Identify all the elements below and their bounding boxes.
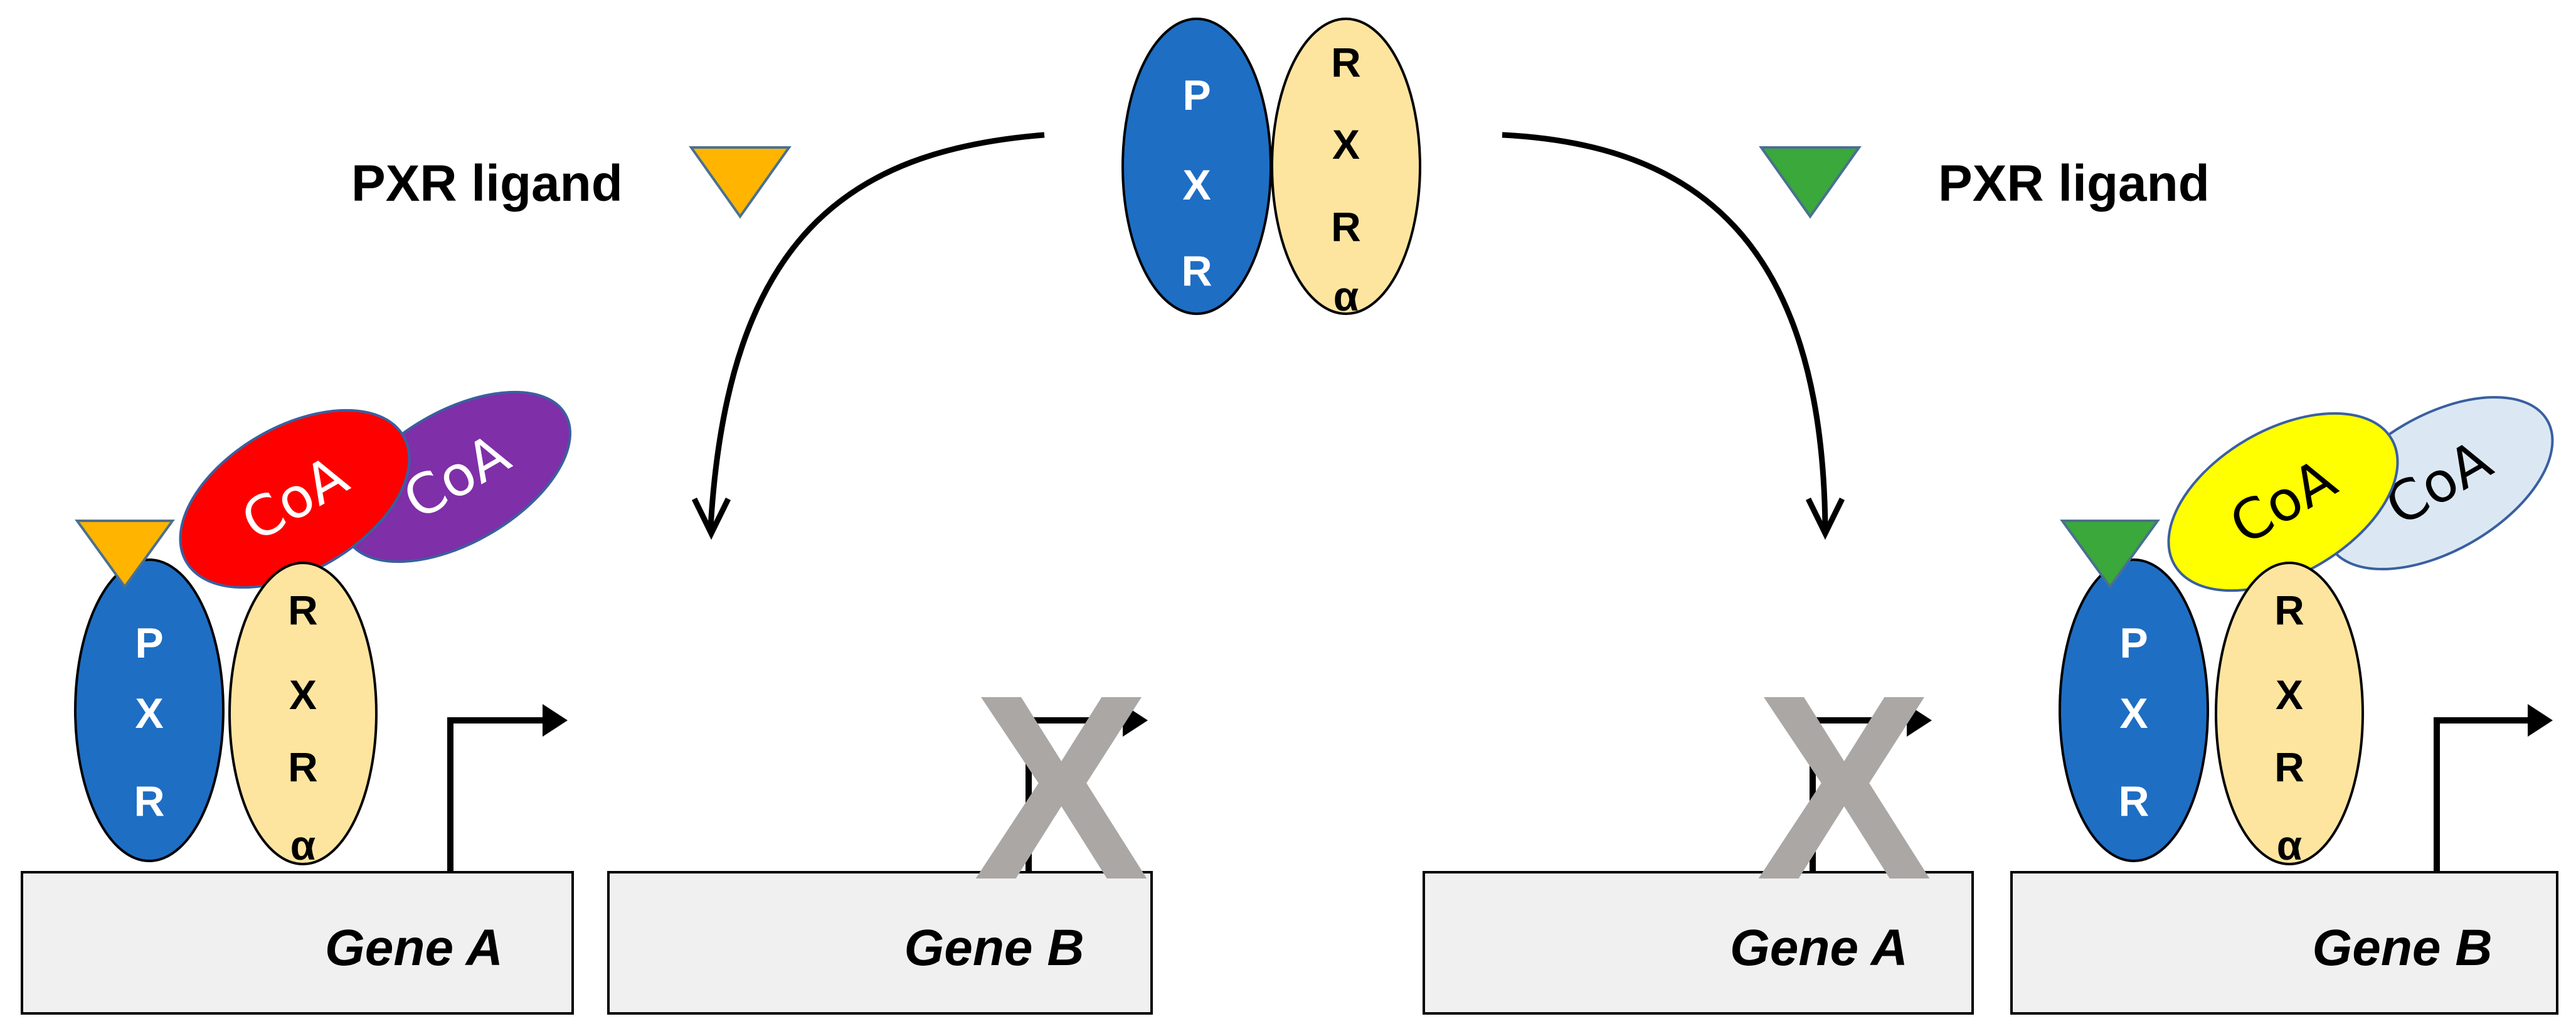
rxr-letter: X [289, 671, 317, 718]
gene-b-label-right: Gene B [2312, 919, 2492, 976]
blocked-x-mark: X [973, 641, 1150, 935]
pxr-letter: X [1182, 161, 1211, 209]
coa-yellow [2167, 412, 2399, 592]
rxr-letter: R [288, 587, 318, 633]
arrow-to-left [708, 132, 1045, 528]
transcription-arrowhead-left [543, 704, 568, 737]
gene-b-box-right [2010, 871, 2558, 1015]
rxr-oval-top [1271, 18, 1421, 315]
pxr-letter: X [135, 690, 163, 737]
gene-a-label-right: Gene A [1730, 919, 1908, 976]
green-ligand-triangle [1759, 146, 1862, 219]
rxr-letter: R [2274, 744, 2304, 790]
gene-a-label-left: Gene A [325, 919, 503, 976]
orange-ligand-bound [75, 520, 175, 589]
arrowhead-left [691, 498, 731, 540]
ligand-label-right: PXR ligand [1938, 155, 2210, 212]
rxr-letter: R [288, 744, 318, 790]
right-gene-a-blocked: Gene A X [1423, 641, 1974, 1015]
arrowhead-right [1805, 498, 1845, 540]
right-gene-b-complex: Gene B CoA CoA P X R R X R α [2010, 396, 2558, 1015]
gene-a-box-right [1423, 871, 1974, 1015]
transcription-arrowhead-right [2528, 704, 2553, 737]
arrow-to-right [1502, 132, 1828, 528]
pxr-letter: R [1181, 247, 1212, 295]
left-gene-b-blocked: Gene B X [607, 641, 1153, 1015]
rxr-letter: α [2277, 822, 2303, 868]
rxr-letter: X [1332, 121, 1360, 168]
gene-b-box-left [607, 871, 1153, 1015]
transcription-arrow-blocked [1810, 717, 1907, 872]
coa-red [179, 409, 411, 589]
gene-a-box-left [21, 871, 574, 1015]
free-heterodimer: P X R R X R α [1121, 18, 1421, 319]
transcription-arrowhead-blocked [1123, 704, 1148, 737]
pxr-letter: P [135, 619, 163, 667]
transcription-arrow-right [2434, 717, 2528, 872]
transcription-arrow-left [447, 717, 543, 872]
pxr-letter: R [134, 777, 164, 825]
pxr-letter: X [2119, 690, 2148, 737]
pxr-letter: R [2118, 777, 2149, 825]
rxr-oval-left [228, 562, 378, 865]
transcription-arrowhead-blocked [1907, 704, 1932, 737]
ligand-label-left: PXR ligand [351, 155, 623, 212]
rxr-oval-right [2215, 562, 2364, 865]
left-gene-a-complex: Gene A CoA CoA P X R R X R α [21, 390, 574, 1015]
rxr-letter: X [2276, 671, 2303, 718]
rxr-letter: R [1331, 203, 1361, 250]
rxr-letter: α [1333, 273, 1359, 319]
pxr-letter: P [2119, 619, 2148, 667]
rxr-letter: R [2274, 587, 2304, 633]
gene-b-label-left: Gene B [904, 919, 1084, 976]
blocked-x-mark: X [1756, 641, 1933, 935]
pxr-letter: P [1182, 72, 1211, 119]
rxr-letter: R [1331, 39, 1361, 85]
orange-ligand-triangle [689, 146, 792, 219]
pxr-oval-left [74, 558, 225, 862]
green-ligand-bound [2060, 520, 2160, 589]
pxr-oval-right [2059, 558, 2209, 862]
transcription-arrow-blocked [1026, 717, 1123, 872]
rxr-letter: α [290, 822, 316, 868]
